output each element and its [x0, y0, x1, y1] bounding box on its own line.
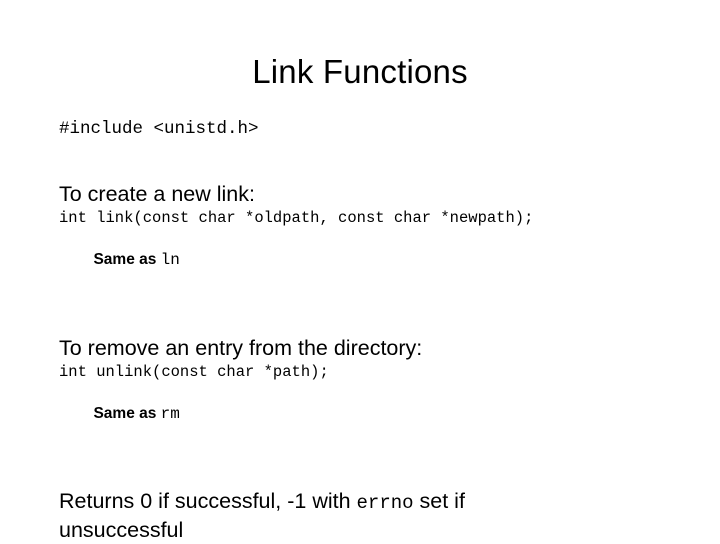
shell-command-ln: ln — [160, 251, 180, 269]
spacer — [59, 292, 669, 335]
errno-identifier: errno — [356, 492, 414, 514]
same-as-line-rm: Same as rm — [59, 382, 669, 446]
include-directive: #include <unistd.h> — [59, 119, 259, 139]
shell-command-rm: rm — [160, 405, 180, 423]
returns-text-part-2: set if unsuccessful — [59, 489, 465, 542]
code-signature-unlink: int unlink(const char *path); — [59, 363, 329, 381]
same-as-label: Same as — [93, 251, 161, 268]
slide-body: #include <unistd.h> To create a new link… — [59, 118, 669, 544]
code-signature-link: int link(const char *oldpath, const char… — [59, 209, 534, 227]
returns-description: Returns 0 if successful, -1 with errno s… — [59, 488, 589, 544]
section-heading-create-link: To create a new link: — [59, 182, 255, 206]
returns-text-part-1: Returns 0 if successful, -1 with — [59, 489, 357, 513]
section-create-link: To create a new link: int link(const cha… — [59, 181, 669, 292]
spacer — [59, 140, 669, 181]
spacer — [59, 446, 669, 488]
same-as-line-ln: Same as ln — [59, 228, 669, 292]
slide-title: Link Functions — [252, 53, 468, 90]
same-as-label: Same as — [93, 405, 161, 422]
section-remove-entry: To remove an entry from the directory: i… — [59, 335, 669, 446]
section-heading-remove-entry: To remove an entry from the directory: — [59, 336, 423, 360]
